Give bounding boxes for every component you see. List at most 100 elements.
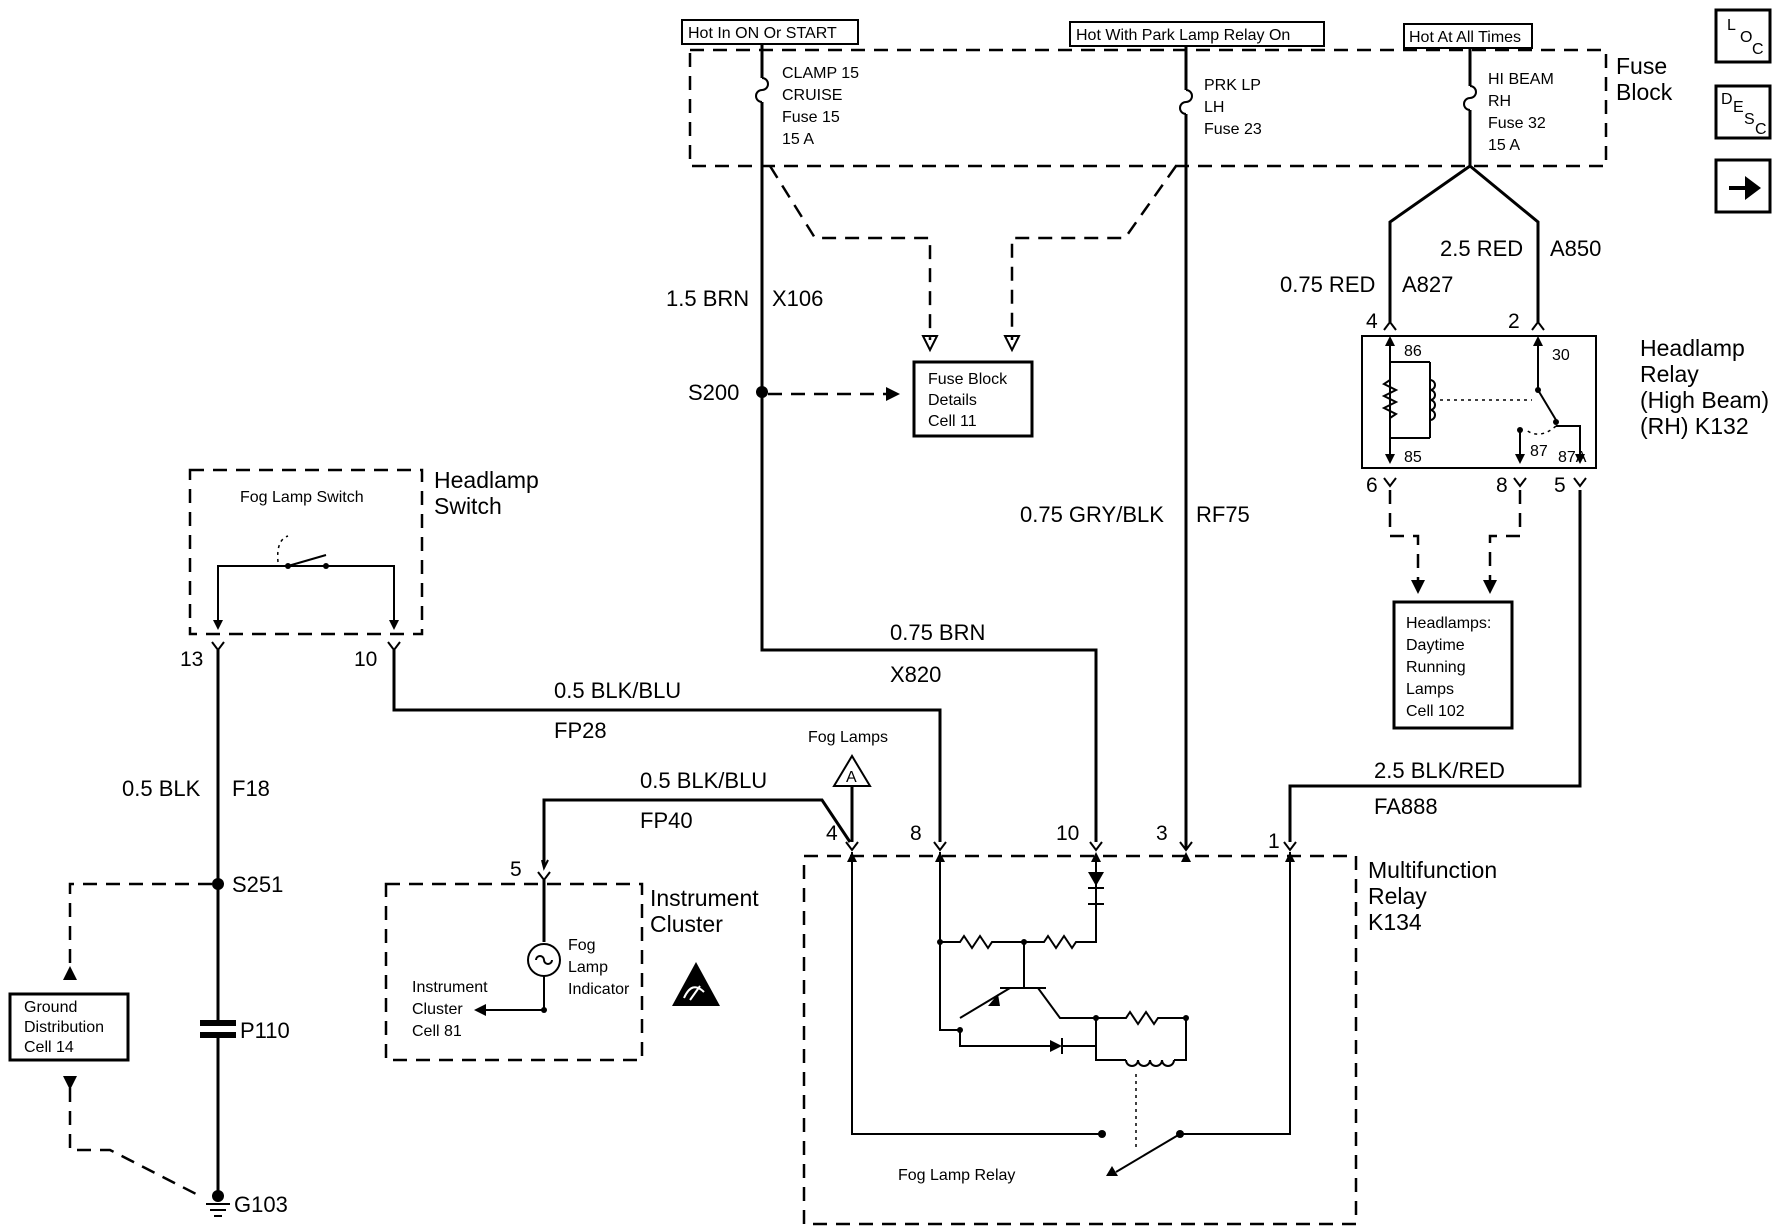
svg-text:A850: A850 — [1550, 236, 1601, 261]
instrument-cluster-outline — [384, 882, 644, 1062]
desc-button[interactable]: D E S C — [1714, 84, 1772, 140]
svg-text:FP28: FP28 — [554, 718, 607, 743]
svg-text:Relay: Relay — [1368, 883, 1427, 909]
svg-text:5: 5 — [1554, 474, 1566, 497]
svg-text:Cell 11: Cell 11 — [928, 413, 977, 430]
fuse-block-label-2: Block — [1616, 79, 1673, 105]
loc-button[interactable]: L O C — [1714, 8, 1772, 64]
svg-text:0.5 BLK: 0.5 BLK — [122, 776, 201, 801]
svg-text:S251: S251 — [232, 872, 283, 897]
svg-text:Cell 102: Cell 102 — [1406, 703, 1465, 720]
svg-text:Fuse Block: Fuse Block — [928, 371, 1008, 388]
fuse-block-outline — [688, 48, 1608, 168]
svg-text:Cluster: Cluster — [650, 911, 723, 937]
right-arrow-icon — [1729, 176, 1761, 200]
svg-text:0.75 GRY/BLK: 0.75 GRY/BLK — [1020, 502, 1164, 527]
fuse-32: HI BEAM RH Fuse 32 15 A — [1463, 48, 1554, 168]
svg-text:X106: X106 — [772, 286, 823, 311]
svg-text:Fog Lamps: Fog Lamps — [808, 729, 888, 746]
svg-text:13: 13 — [180, 648, 203, 671]
svg-text:Fog Lamp Switch: Fog Lamp Switch — [240, 489, 364, 506]
svg-text:Headlamp: Headlamp — [1640, 335, 1745, 361]
svg-text:Fog Lamp Relay: Fog Lamp Relay — [898, 1167, 1015, 1184]
header-hot-always: Hot At All Times — [1403, 23, 1533, 49]
svg-text:0.5 BLK/BLU: 0.5 BLK/BLU — [640, 768, 767, 793]
fuse-23: PRK LP LH Fuse 23 — [1179, 46, 1262, 850]
svg-text:1: 1 — [1268, 830, 1280, 853]
svg-text:Fuse 23: Fuse 23 — [1204, 121, 1262, 138]
next-arrow-button[interactable] — [1714, 158, 1772, 214]
connector-p110: P110 — [200, 1018, 290, 1043]
svg-text:Cell 81: Cell 81 — [412, 1023, 462, 1040]
svg-text:6: 6 — [1366, 474, 1378, 497]
svg-text:A827: A827 — [1402, 272, 1453, 297]
fuse-15: CLAMP 15 CRUISE Fuse 15 15 A — [755, 44, 859, 390]
svg-text:Instrument: Instrument — [412, 979, 488, 996]
fog-lamps-connector[interactable]: Fog Lamps A — [808, 729, 888, 842]
header-hot-ign: Hot In ON Or START — [681, 19, 859, 45]
multifunction-relay-outline — [802, 854, 1358, 1226]
svg-text:CRUISE: CRUISE — [782, 87, 842, 104]
svg-text:Hot At All Times: Hot At All Times — [1409, 29, 1521, 46]
svg-text:K134: K134 — [1368, 909, 1422, 935]
svg-text:E: E — [1733, 99, 1744, 116]
svg-text:Indicator: Indicator — [568, 981, 630, 998]
svg-text:Headlamps:: Headlamps: — [1406, 615, 1491, 632]
svg-text:A: A — [846, 769, 857, 786]
svg-text:C: C — [1752, 41, 1764, 58]
headlamp-relay-k132: 4 2 86 85 30 87A 87 6 — [1361, 310, 1597, 497]
svg-text:O: O — [1740, 29, 1752, 46]
svg-text:4: 4 — [1366, 310, 1378, 333]
ground-distribution-ref[interactable]: Ground Distribution Cell 14 — [8, 992, 130, 1062]
fog-lamp-indicator: Fog Lamp Indicator — [527, 937, 630, 998]
svg-text:0.5 BLK/BLU: 0.5 BLK/BLU — [554, 678, 681, 703]
esd-warning-icon — [672, 962, 720, 1006]
svg-text:FP40: FP40 — [640, 808, 693, 833]
header-hot-park: Hot With Park Lamp Relay On — [1069, 21, 1325, 47]
svg-text:5: 5 — [510, 858, 522, 881]
svg-text:D: D — [1721, 91, 1733, 108]
svg-text:15 A: 15 A — [782, 131, 814, 148]
svg-text:Distribution: Distribution — [24, 1019, 104, 1036]
svg-text:(High Beam): (High Beam) — [1640, 387, 1769, 413]
svg-text:Fuse 32: Fuse 32 — [1488, 115, 1546, 132]
headlamps-drl-ref[interactable]: Headlamps: Daytime Running Lamps Cell 10… — [1392, 600, 1514, 730]
svg-text:87: 87 — [1530, 443, 1548, 460]
svg-text:Details: Details — [928, 392, 977, 409]
headlamp-switch-outline — [188, 468, 424, 636]
svg-text:Headlamp: Headlamp — [434, 467, 539, 493]
svg-text:P110: P110 — [240, 1018, 290, 1043]
ground-g103: G103 — [206, 1190, 288, 1217]
instrument-cluster-ref[interactable]: Instrument Cluster Cell 81 — [412, 979, 488, 1040]
svg-text:Lamp: Lamp — [568, 959, 608, 976]
svg-text:FA888: FA888 — [1374, 794, 1438, 819]
svg-text:X820: X820 — [890, 662, 941, 687]
svg-text:CLAMP 15: CLAMP 15 — [782, 65, 859, 82]
svg-text:Fuse 15: Fuse 15 — [782, 109, 840, 126]
svg-text:Switch: Switch — [434, 493, 502, 519]
svg-text:86: 86 — [1404, 343, 1422, 360]
svg-text:(RH) K132: (RH) K132 — [1640, 413, 1749, 439]
svg-text:RH: RH — [1488, 93, 1511, 110]
svg-text:4: 4 — [826, 822, 838, 845]
svg-text:S: S — [1744, 111, 1755, 128]
svg-text:0.75 RED: 0.75 RED — [1280, 272, 1375, 297]
svg-text:Lamps: Lamps — [1406, 681, 1454, 698]
svg-text:G103: G103 — [234, 1192, 288, 1217]
svg-text:Cell 14: Cell 14 — [24, 1039, 74, 1056]
svg-text:87A: 87A — [1558, 449, 1587, 466]
svg-text:10: 10 — [1056, 822, 1079, 845]
svg-text:2.5 RED: 2.5 RED — [1440, 236, 1523, 261]
svg-text:Multifunction: Multifunction — [1368, 857, 1497, 883]
svg-text:Running: Running — [1406, 659, 1466, 676]
svg-text:Fog: Fog — [568, 937, 596, 954]
svg-text:Hot With Park Lamp Relay On: Hot With Park Lamp Relay On — [1076, 27, 1290, 44]
svg-text:2: 2 — [1508, 310, 1520, 333]
fuse-block-details-ref[interactable]: Fuse Block Details Cell 11 — [912, 360, 1034, 438]
svg-text:15 A: 15 A — [1488, 137, 1520, 154]
svg-text:RF75: RF75 — [1196, 502, 1250, 527]
svg-text:3: 3 — [1156, 822, 1168, 845]
svg-text:L: L — [1727, 17, 1736, 34]
svg-text:C: C — [1755, 121, 1767, 138]
svg-text:Ground: Ground — [24, 999, 77, 1016]
